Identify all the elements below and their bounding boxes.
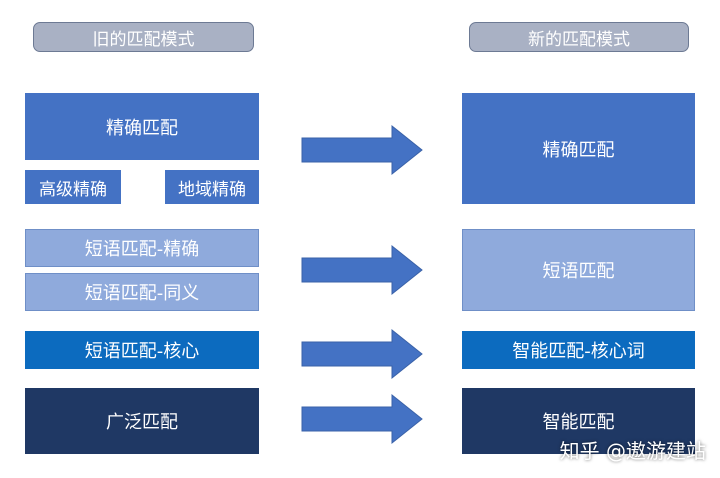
new-mode-header: 新的匹配模式 <box>469 22 689 52</box>
new-smart-match: 智能匹配 <box>462 388 695 454</box>
arrow-right-icon <box>301 244 423 296</box>
old-exact-match: 精确匹配 <box>25 93 259 160</box>
new-phrase-match: 短语匹配 <box>462 229 695 311</box>
arrow-right-icon <box>301 124 423 176</box>
watermark: 知乎 @遨游建站 <box>559 439 706 463</box>
old-phrase-exact: 短语匹配-精确 <box>25 229 259 267</box>
arrow-right-icon <box>301 393 423 445</box>
old-broad-match: 广泛匹配 <box>25 388 259 454</box>
old-advanced-exact: 高级精确 <box>25 170 121 204</box>
old-mode-header: 旧的匹配模式 <box>33 22 254 52</box>
old-phrase-core: 短语匹配-核心 <box>25 331 259 369</box>
new-exact-match: 精确匹配 <box>462 93 695 204</box>
arrow-right-icon <box>301 328 423 380</box>
old-region-exact: 地域精确 <box>165 170 259 204</box>
new-smart-core-match: 智能匹配-核心词 <box>462 331 695 369</box>
old-phrase-synonym: 短语匹配-同义 <box>25 273 259 311</box>
